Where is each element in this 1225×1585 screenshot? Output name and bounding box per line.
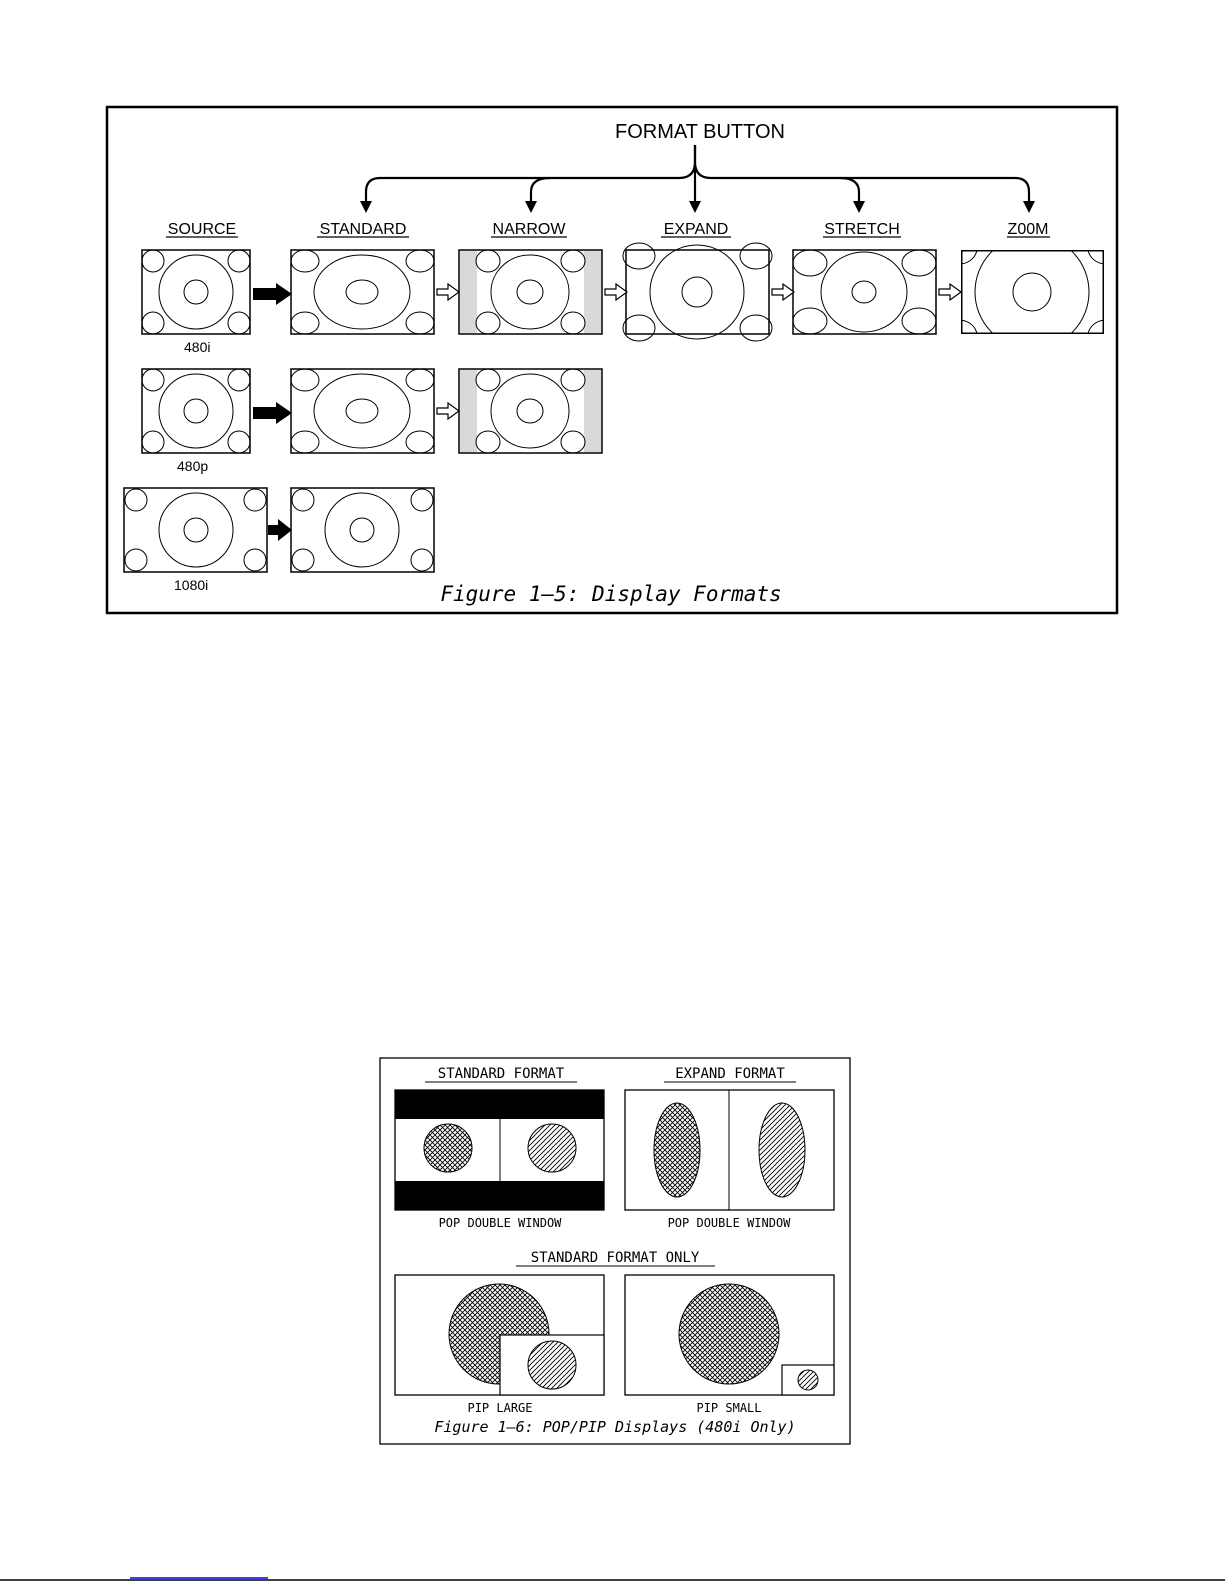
pillar-right (584, 251, 601, 333)
solid-arrow-1080i-icon (268, 519, 292, 541)
hollow-arrow-480p-standard-narrow-icon (437, 403, 459, 419)
solid-arrow-480p-icon (253, 402, 292, 424)
arrow-down-expand-icon (689, 201, 701, 213)
label-standard-format: STANDARD FORMAT (438, 1066, 565, 1082)
letterbox-bar-top (395, 1090, 604, 1119)
pop-double-window-standard (395, 1090, 604, 1210)
header-narrow: NARROW (493, 221, 567, 238)
format-button-bracket (366, 145, 1029, 205)
arrow-down-narrow-icon (525, 201, 537, 213)
arrow-down-standard-icon (360, 201, 372, 213)
screen-480i-source (142, 250, 250, 334)
figure-1-6-caption: Figure 1–6: POP/PIP Displays (480i Only) (434, 1418, 795, 1436)
row-480i: 480i (142, 232, 1124, 355)
label-expand-format: EXPAND FORMAT (675, 1066, 785, 1082)
screen-480p-standard (291, 369, 434, 453)
screen-480p-narrow (459, 369, 602, 453)
screen-1080i-source (124, 488, 267, 572)
pip-large (395, 1275, 604, 1395)
pillar-left (460, 370, 477, 452)
header-standard: STANDARD (320, 221, 407, 238)
label-pop-double-window-right: POP DOUBLE WINDOW (668, 1216, 792, 1230)
figure-1-5-caption: Figure 1–5: Display Formats (440, 582, 781, 606)
hollow-arrow-expand-stretch-icon (772, 284, 794, 300)
label-pip-small: PIP SMALL (696, 1401, 761, 1415)
header-stretch: STRETCH (824, 221, 900, 238)
header-zoom: Z00M (1008, 221, 1049, 238)
hollow-arrow-standard-narrow-icon (437, 284, 459, 300)
figure-1-5: FORMAT BUTTON SOURCE STANDARD NARROW EXP… (107, 107, 1124, 613)
screen-480i-stretch (793, 250, 936, 334)
solid-arrow-480i-icon (253, 283, 292, 305)
source-label-480i: 480i (184, 339, 210, 355)
label-pip-large: PIP LARGE (467, 1401, 532, 1415)
format-button-label: FORMAT BUTTON (615, 121, 785, 143)
format-arrowheads (360, 201, 1035, 213)
pop-double-window-expand (625, 1090, 834, 1210)
header-source: SOURCE (168, 221, 236, 238)
figure-1-6: STANDARD FORMAT EXPAND FORMAT STANDARD F… (380, 1058, 850, 1444)
screen-480i-standard (291, 250, 434, 334)
screen-480i-narrow (459, 250, 602, 334)
screen-480i-expand (623, 243, 772, 341)
hollow-arrow-stretch-zoom-icon (939, 284, 961, 300)
pillar-right (584, 370, 601, 452)
hollow-arrow-narrow-expand-icon (605, 284, 627, 300)
label-pop-double-window-left: POP DOUBLE WINDOW (439, 1216, 563, 1230)
pip-small (625, 1275, 834, 1395)
header-expand: EXPAND (664, 221, 729, 238)
pillar-left (460, 251, 477, 333)
source-label-1080i: 1080i (174, 577, 208, 593)
source-label-480p: 480p (177, 458, 208, 474)
label-standard-format-only: STANDARD FORMAT ONLY (531, 1250, 700, 1266)
letterbox-bar-bottom (395, 1181, 604, 1210)
screen-480p-source (142, 369, 250, 453)
screen-1080i-standard (291, 488, 434, 572)
screen-480i-zoom (941, 232, 1124, 352)
row-1080i: 1080i (124, 488, 434, 593)
row-480p: 480p (142, 369, 602, 474)
arrow-down-zoom-icon (1023, 201, 1035, 213)
arrow-down-stretch-icon (853, 201, 865, 213)
